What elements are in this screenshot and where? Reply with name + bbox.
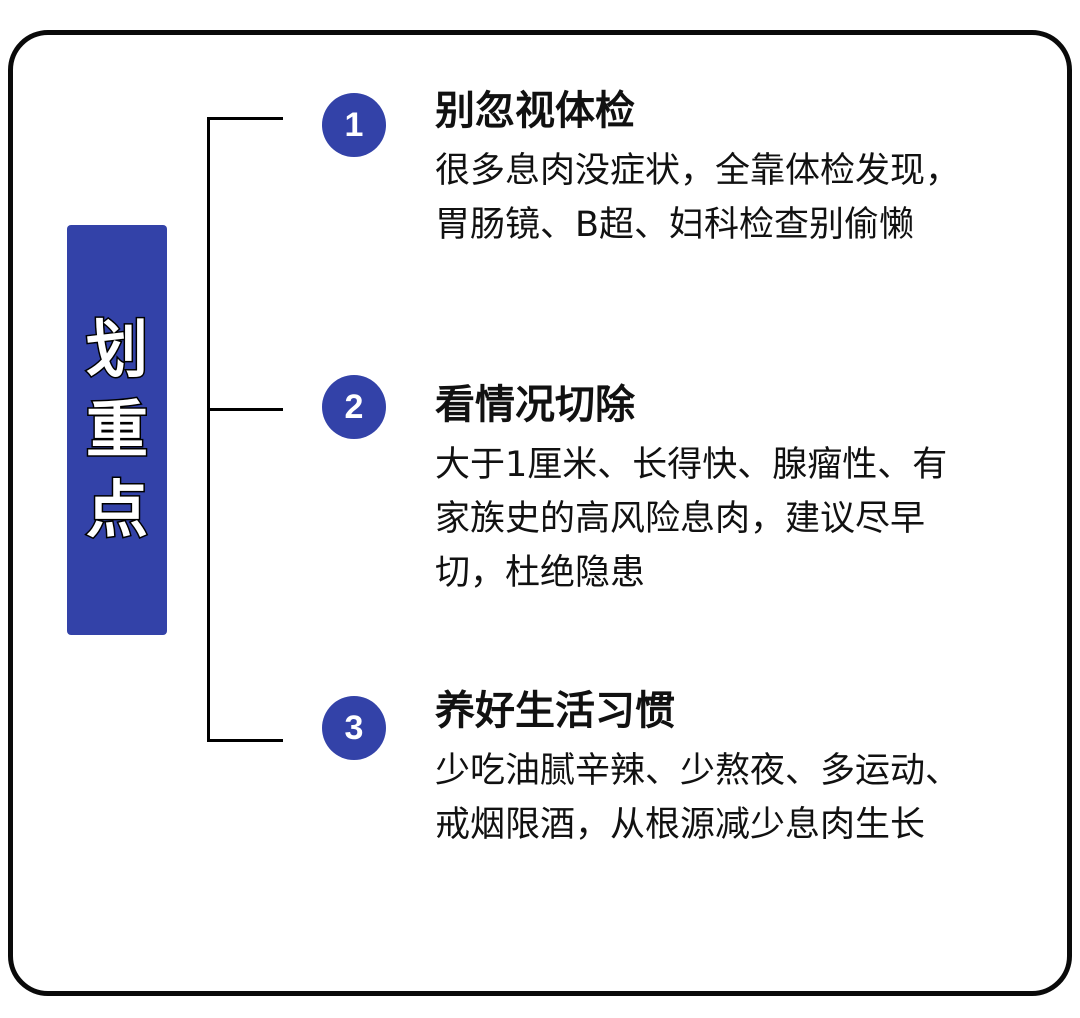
- point-item-1: 别忽视体检 很多息肉没症状，全靠体检发现，胃肠镜、B超、妇科检查别偷懒: [435, 86, 995, 252]
- bracket-branch-1: [207, 117, 283, 120]
- bracket-line: [207, 117, 210, 742]
- key-points-label: 划 重 点: [67, 225, 167, 635]
- label-char: 点: [84, 472, 149, 547]
- number-badge-2: 2: [322, 375, 386, 439]
- point-title: 养好生活习惯: [435, 688, 675, 734]
- label-char: 重: [84, 392, 149, 467]
- point-body: 很多息肉没症状，全靠体检发现，胃肠镜、B超、妇科检查别偷懒: [435, 151, 961, 245]
- point-body: 少吃油腻辛辣、少熬夜、多运动、戒烟限酒，从根源减少息肉生长: [435, 751, 961, 845]
- point-item-3: 养好生活习惯 少吃油腻辛辣、少熬夜、多运动、戒烟限酒，从根源减少息肉生长: [435, 686, 995, 852]
- bracket-branch-3: [207, 739, 283, 742]
- card-frame: [8, 30, 1072, 996]
- point-title: 看情况切除: [435, 382, 635, 428]
- point-item-2: 看情况切除 大于1厘米、长得快、腺瘤性、有家族史的高风险息肉，建议尽早切，杜绝隐…: [435, 380, 995, 600]
- bracket-branch-2: [207, 408, 283, 411]
- number-badge-3: 3: [322, 696, 386, 760]
- point-body: 大于1厘米、长得快、腺瘤性、有家族史的高风险息肉，建议尽早切，杜绝隐患: [435, 445, 948, 593]
- label-char: 划: [84, 312, 149, 387]
- point-title: 别忽视体检: [435, 88, 635, 134]
- number-badge-1: 1: [322, 93, 386, 157]
